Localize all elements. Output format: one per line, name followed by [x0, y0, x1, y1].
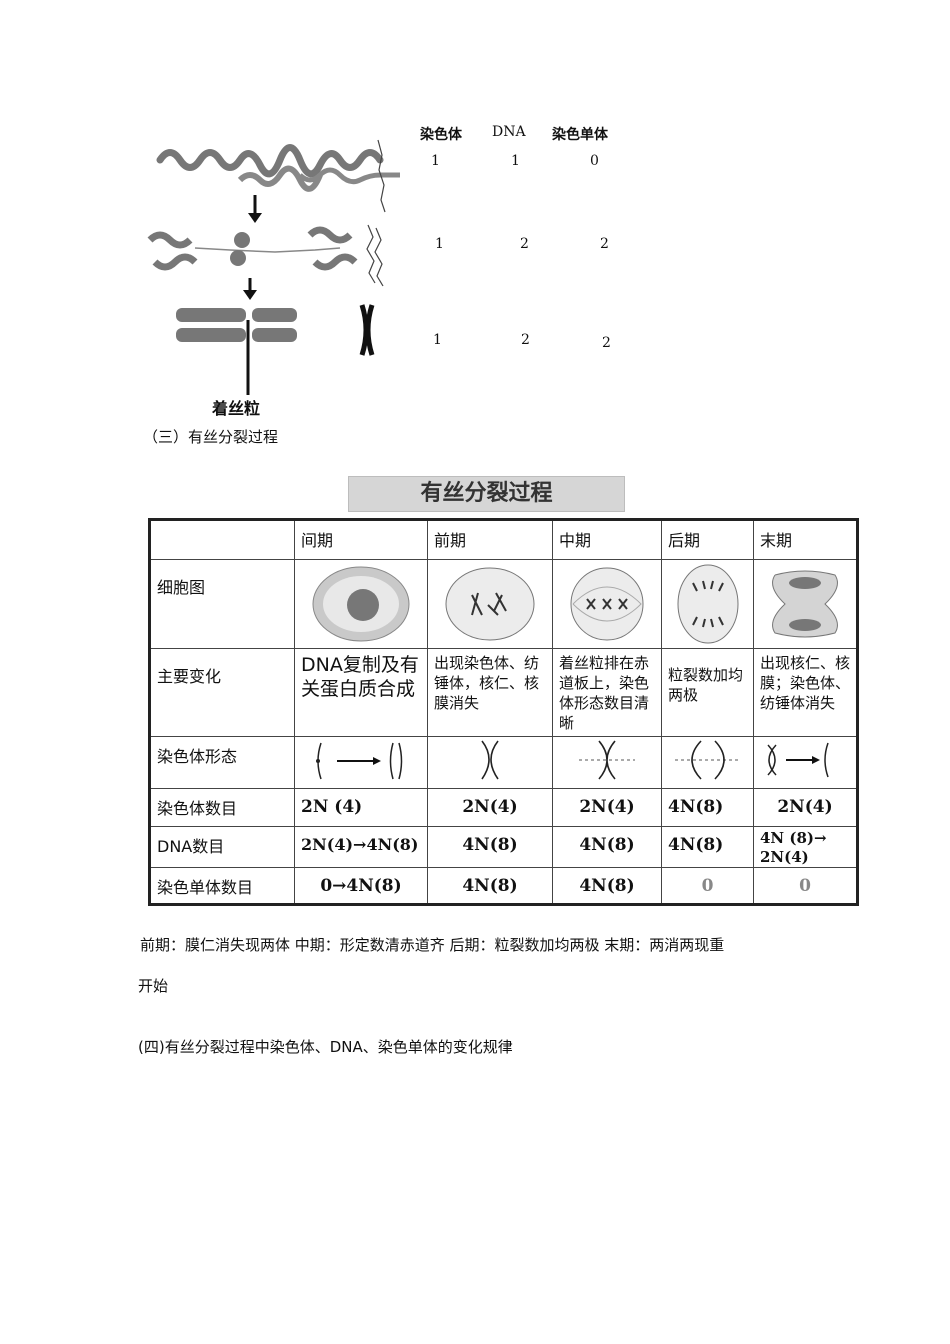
- header-chromosome: 染色体: [420, 127, 462, 143]
- chromatin-illustration: [147, 139, 400, 395]
- header-dna: DNA: [492, 124, 526, 140]
- stage-interphase: 间期: [294, 519, 428, 560]
- chromatin-figure: 染色体 DNA 染色单体 1 1 0 1 2 2 1 2 2 着丝粒: [140, 110, 640, 420]
- table-row: 染色单体数目 0→4N(8) 4N(8) 4N(8) 0 0: [149, 867, 858, 905]
- shape-interphase-icon: [316, 742, 403, 780]
- stage-telophase: 末期: [753, 519, 858, 560]
- stage-anaphase: 后期: [661, 519, 754, 560]
- change-prophase: 出现染色体、纺锤体，核仁、核膜消失: [427, 648, 553, 737]
- change-interphase: DNA复制及有关蛋白质合成: [294, 648, 428, 737]
- r3-chromatid: 2: [602, 335, 611, 351]
- chromosome-count-prophase: 2N(4): [427, 788, 553, 827]
- table-row: 间期 前期 中期 后期 末期: [149, 519, 858, 560]
- chromosome-count-telophase: 2N(4): [753, 788, 858, 827]
- row-label-chromatid-count: 染色单体数目: [149, 867, 295, 905]
- anaphase-cell-image: [668, 560, 747, 648]
- change-telophase: 出现核仁、核膜；染色体、纺锤体消失: [753, 648, 858, 737]
- prophase-cell-image: [434, 560, 546, 648]
- shape-telophase-icon: [767, 742, 829, 778]
- stage-metaphase: 中期: [552, 519, 662, 560]
- change-anaphase: 粒裂数加均两极: [661, 648, 754, 737]
- dna-count-prophase: 4N(8): [427, 826, 553, 868]
- dna-count-interphase: 2N(4)→4N(8): [294, 826, 428, 868]
- chromatid-count-anaphase: 0: [661, 867, 754, 905]
- mnemonic-line-1: 前期：膜仁消失现两体 中期：形定数清赤道齐 后期：粒裂数加均两极 末期：两消两现…: [140, 936, 725, 954]
- header-chromatid: 染色单体: [552, 127, 608, 143]
- r3-dna: 2: [521, 332, 530, 348]
- section-3-heading: （三）有丝分裂过程: [143, 428, 279, 446]
- r3-chromosome: 1: [433, 332, 442, 348]
- table-row: 染色体形态: [149, 736, 858, 789]
- r1-dna: 1: [511, 153, 520, 169]
- row-label-cell-diagram: 细胞图: [149, 559, 295, 649]
- table-row: 染色体数目 2N (4) 2N(4) 2N(4) 4N(8) 2N(4): [149, 788, 858, 827]
- telophase-cell-image: [760, 560, 850, 648]
- chromatid-count-metaphase: 4N(8): [552, 867, 662, 905]
- section-4-heading: (四)有丝分裂过程中染色体、DNA、染色单体的变化规律: [138, 1038, 513, 1056]
- table-row: 细胞图: [149, 559, 858, 649]
- r2-chromosome: 1: [435, 236, 444, 252]
- chromosome-count-metaphase: 2N(4): [552, 788, 662, 827]
- mitosis-table: 间期 前期 中期 后期 末期 细胞图 主要变化 DNA复制及有关蛋白质合成 出现…: [148, 518, 859, 906]
- dna-count-telophase: 4N (8)→ 2N(4): [753, 826, 858, 868]
- mnemonic-line-2: 开始: [138, 977, 169, 995]
- chromosome-count-interphase: 2N (4): [294, 788, 428, 827]
- shape-metaphase-icon: [579, 740, 635, 780]
- row-label-chromosome-count: 染色体数目: [149, 788, 295, 827]
- table-row: 主要变化 DNA复制及有关蛋白质合成 出现染色体、纺锤体，核仁、核膜消失 着丝粒…: [149, 648, 858, 737]
- shape-anaphase-icon: [674, 740, 741, 780]
- r2-dna: 2: [520, 236, 529, 252]
- interphase-cell-image: [301, 560, 421, 648]
- metaphase-cell-image: [559, 560, 655, 648]
- table-row: DNA数目 2N(4)→4N(8) 4N(8) 4N(8) 4N(8) 4N (…: [149, 826, 858, 868]
- dna-count-anaphase: 4N(8): [661, 826, 754, 868]
- table-title: 有丝分裂过程: [348, 476, 625, 512]
- stage-prophase: 前期: [427, 519, 553, 560]
- dna-count-metaphase: 4N(8): [552, 826, 662, 868]
- r1-chromatid: 0: [590, 153, 599, 169]
- r2-chromatid: 2: [600, 236, 609, 252]
- row-label-dna-count: DNA数目: [149, 826, 295, 868]
- chromosome-count-anaphase: 4N(8): [661, 788, 754, 827]
- r1-chromosome: 1: [431, 153, 440, 169]
- change-metaphase: 着丝粒排在赤道板上，染色体形态数目清晰: [552, 648, 662, 737]
- shape-prophase-icon: [481, 740, 499, 780]
- row-label-main-changes: 主要变化: [149, 648, 295, 737]
- chromatid-count-prophase: 4N(8): [427, 867, 553, 905]
- chromatid-count-interphase: 0→4N(8): [294, 867, 428, 905]
- row-label-chromosome-shape: 染色体形态: [149, 736, 295, 789]
- centromere-label: 着丝粒: [212, 399, 261, 418]
- chromatid-count-telophase: 0: [753, 867, 858, 905]
